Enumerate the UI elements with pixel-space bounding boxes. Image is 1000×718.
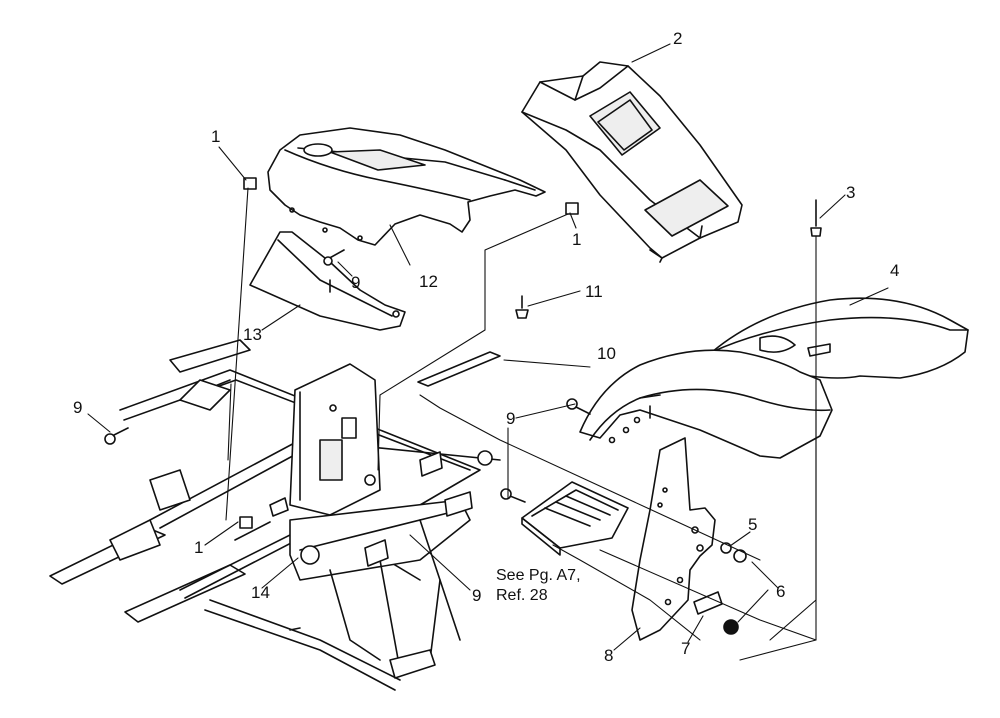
reference-note: See Pg. A7, Ref. 28: [496, 566, 581, 606]
nut-part-6-lower: [723, 619, 739, 635]
plate-part-10: [417, 351, 501, 387]
callout-9-low: 9: [472, 586, 482, 605]
callout-10: 10: [597, 344, 616, 363]
callout-3: 3: [846, 183, 856, 202]
callout-13: 13: [243, 325, 262, 344]
callout-5: 5: [748, 515, 758, 534]
callout-1-top: 1: [211, 127, 221, 146]
bolt-part-11: [515, 295, 529, 319]
callout-6: 6: [776, 582, 786, 601]
callout-11: 11: [585, 282, 603, 301]
screw-part-9-right: [566, 398, 591, 415]
callout-1-mid: 1: [572, 230, 582, 249]
fender-part-8: [579, 349, 833, 641]
callout-4: 4: [890, 261, 900, 280]
callout-9-right: 9: [506, 409, 516, 428]
screw-part-9-left: [104, 427, 129, 445]
hood-part-12: [267, 127, 546, 246]
callout-12: 12: [419, 272, 438, 291]
callout-1-low: 1: [194, 538, 204, 557]
tail-cover-part-2: [521, 61, 743, 263]
callout-14: 14: [251, 583, 270, 602]
clip-part-1-top: [243, 177, 257, 190]
bracket-part-7: [693, 591, 723, 615]
callout-8: 8: [604, 646, 614, 665]
screw-part-9-top: [323, 249, 345, 266]
screw-part-9-low: [500, 488, 526, 503]
clip-part-1-mid: [565, 202, 579, 215]
callout-2: 2: [673, 29, 683, 48]
callout-7: 7: [681, 639, 691, 658]
frame: [49, 339, 501, 691]
hood-panel-part-13: [249, 231, 406, 331]
stud-part-3: [810, 199, 822, 237]
reference-note-line-1: See Pg. A7,: [496, 567, 581, 584]
storage-box: [521, 481, 629, 556]
clip-part-1-low: [239, 516, 253, 529]
callout-9-top: 9: [351, 273, 361, 292]
reference-note-line-2: Ref. 28: [496, 587, 548, 604]
leader-lines: [87, 43, 889, 661]
callout-9-left: 9: [73, 398, 83, 417]
nut-part-6-upper: [733, 549, 747, 563]
